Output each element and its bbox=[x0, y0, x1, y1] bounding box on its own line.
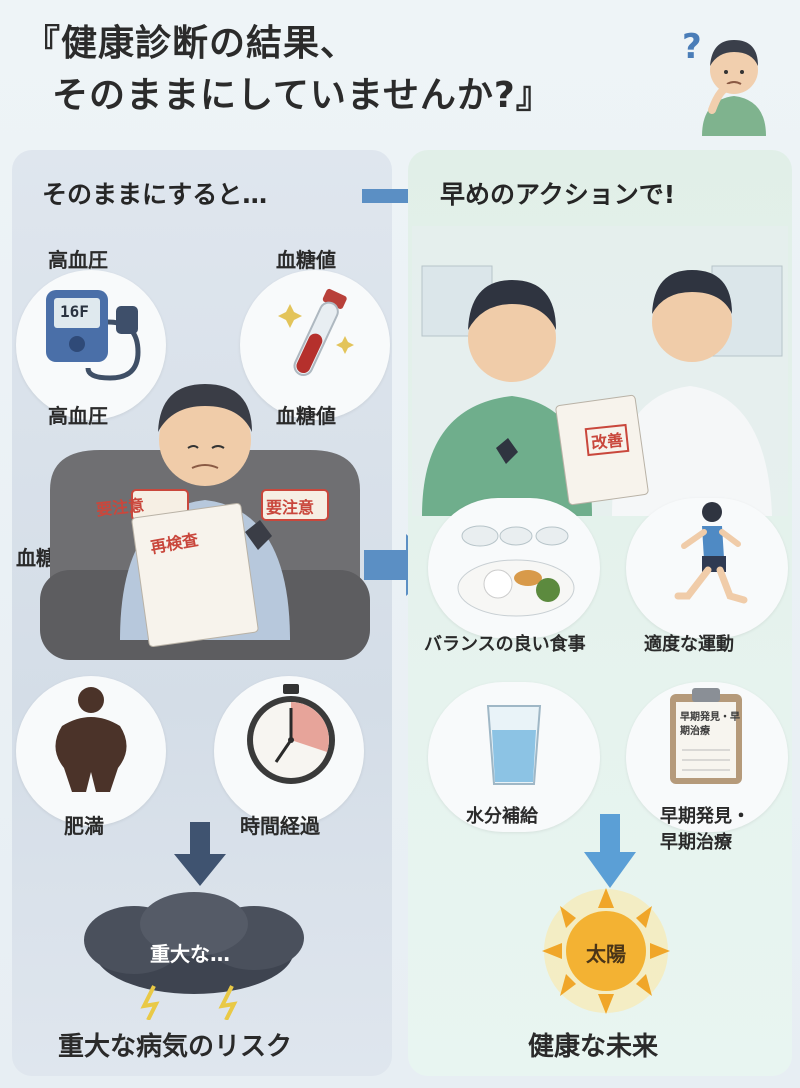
runner-icon bbox=[666, 500, 756, 620]
meal-plate-icon bbox=[452, 516, 582, 626]
worried-man-figure: ? bbox=[672, 18, 782, 136]
exercise-label: 適度な運動 bbox=[644, 634, 734, 655]
right-heading: 早めのアクションで! bbox=[440, 180, 676, 209]
storm-cloud-icon bbox=[74, 890, 314, 1020]
paper-stamp-1: 要注意 bbox=[95, 495, 146, 520]
clipboard-text-2: 期治療 bbox=[680, 726, 710, 737]
left-bottom-label: 重大な病気のリスク bbox=[58, 1032, 293, 1062]
doc-stamp: 改善 bbox=[584, 423, 630, 457]
water-glass-icon bbox=[482, 700, 546, 790]
monitor-reading: 16F bbox=[60, 302, 89, 321]
title-line-1: 『健康診断の結果、 bbox=[24, 23, 358, 64]
shirt-tag: 要注意 bbox=[266, 498, 315, 517]
clinic-consultation-illustration bbox=[412, 226, 788, 516]
obesity-label: 肥満 bbox=[64, 814, 104, 838]
early-label-2: 早期治療 bbox=[660, 832, 732, 853]
blood-pressure-monitor-icon bbox=[40, 282, 150, 392]
sun-text: 太陽 bbox=[586, 942, 626, 966]
time-label: 時間経過 bbox=[240, 814, 320, 838]
blood-tube-icon bbox=[272, 282, 362, 392]
obesity-silhouette-icon bbox=[46, 684, 136, 794]
bp-label-upper: 高血圧 bbox=[48, 248, 108, 272]
title-line-2: そのままにしていませんか?』 bbox=[52, 75, 553, 116]
bp-label-lower: 高血圧 bbox=[48, 404, 108, 428]
broken-heart-icon bbox=[245, 520, 272, 550]
stopwatch-icon bbox=[236, 680, 346, 790]
diet-label: バランスの良い食事 bbox=[424, 634, 586, 655]
sun-icon bbox=[536, 886, 676, 1016]
left-heading: そのままにすると… bbox=[42, 180, 268, 209]
cloud-text: 重大な… bbox=[150, 942, 230, 966]
svg-text:?: ? bbox=[682, 27, 702, 67]
page-title: 『健康診断の結果、 そのままにしていませんか?』 bbox=[24, 18, 664, 122]
question-mark-icon: ? bbox=[682, 27, 702, 67]
clipboard-text-1: 早期発見・早 bbox=[680, 712, 740, 723]
right-bottom-label: 健康な未来 bbox=[528, 1032, 659, 1062]
down-arrow-right-icon bbox=[580, 812, 640, 892]
sad-man-illustration bbox=[40, 340, 370, 670]
early-label-1: 早期発見・ bbox=[660, 806, 750, 827]
sugar-label-upper: 血糖値 bbox=[276, 248, 336, 272]
sugar-label-lower: 血糖値 bbox=[276, 404, 336, 428]
water-label: 水分補給 bbox=[466, 806, 538, 827]
clipboard-icon bbox=[664, 686, 748, 786]
down-arrow-left-icon bbox=[170, 820, 230, 890]
green-shirt-heart-icon bbox=[496, 438, 518, 464]
